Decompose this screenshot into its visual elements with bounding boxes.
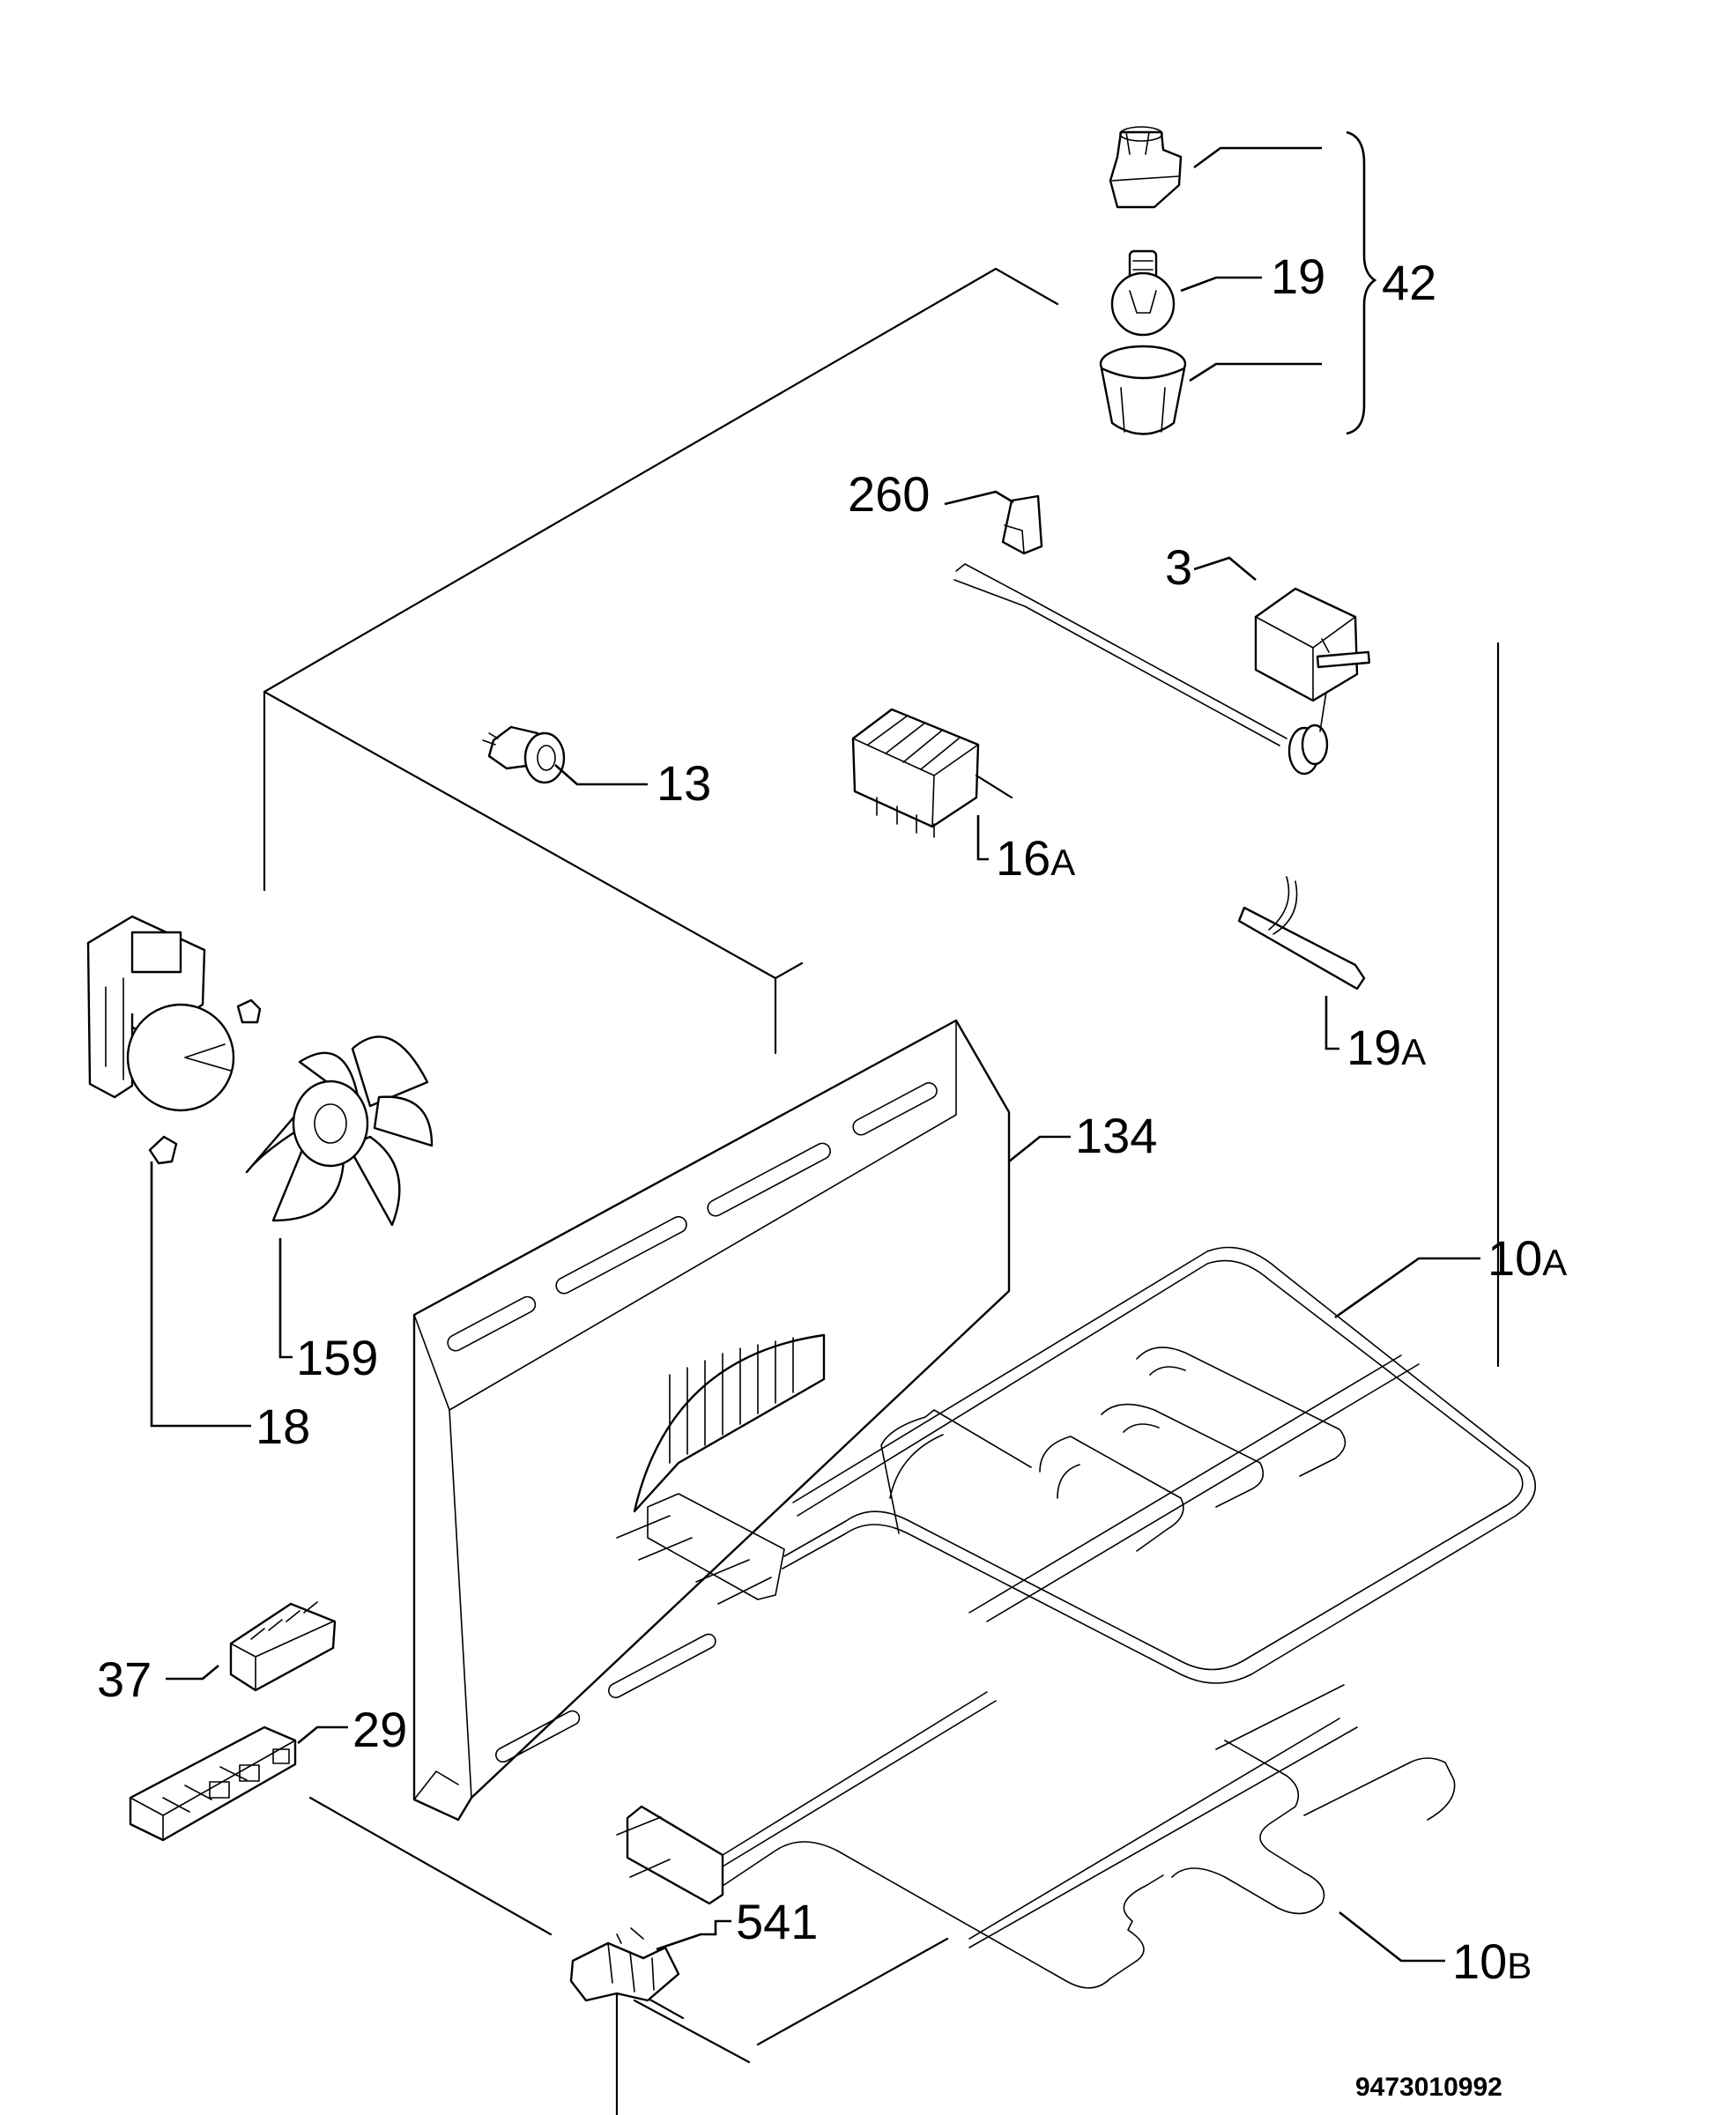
callout-10b: 10B — [1452, 1933, 1532, 1989]
selector-switch-part — [851, 708, 1013, 838]
callout-labels: 42 19 260 3 13 16A 19A 134 10A 159 18 37… — [97, 249, 1567, 2102]
callout-13: 13 — [657, 755, 711, 811]
leader-lines — [150, 490, 1480, 1963]
fan-blade-part — [245, 1035, 434, 1227]
thermostat-part — [1254, 587, 1371, 702]
bottom-element-part — [616, 1684, 1456, 1989]
callout-260: 260 — [848, 466, 930, 522]
callout-19: 19 — [1271, 249, 1325, 304]
callout-134: 134 — [1075, 1108, 1157, 1163]
lamp-bulb-part — [1110, 249, 1176, 337]
lamp-leaders — [1180, 130, 1377, 435]
oven-cavity-outline — [263, 267, 1500, 2115]
fan-motor-part — [86, 915, 262, 1165]
clip-part — [1001, 494, 1043, 555]
temperature-sensor-part — [1237, 876, 1366, 991]
callout-42: 42 — [1382, 255, 1436, 310]
callout-10a: 10A — [1487, 1230, 1567, 1286]
probe-part — [953, 563, 1329, 776]
lamp-cover-part — [1099, 345, 1187, 435]
document-number: 9473010992 — [1355, 2073, 1502, 2102]
callout-29: 29 — [352, 1702, 407, 1757]
switch-box-part — [129, 1725, 297, 1842]
callout-3: 3 — [1165, 539, 1192, 595]
callout-159: 159 — [296, 1330, 378, 1385]
indicator-lamp-part — [482, 725, 566, 784]
callout-16a: 16A — [996, 830, 1075, 886]
callout-541: 541 — [736, 1894, 818, 1949]
callout-19a: 19A — [1347, 1020, 1426, 1075]
terminal-block-part — [229, 1601, 337, 1692]
grill-element-part — [616, 1246, 1537, 1684]
callout-37: 37 — [97, 1651, 152, 1707]
callout-18: 18 — [256, 1399, 310, 1454]
lamp-holder-part — [1109, 126, 1183, 209]
back-panel-part — [412, 1019, 1011, 1822]
door-switch-part — [569, 1927, 680, 2002]
